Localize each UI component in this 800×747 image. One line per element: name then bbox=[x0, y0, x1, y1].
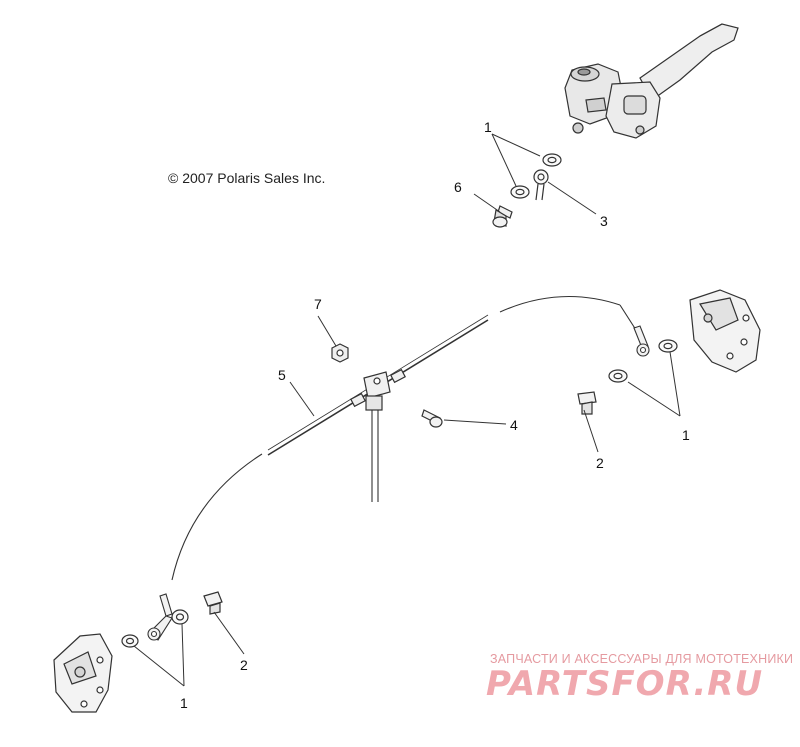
lower-left-line-fitting bbox=[147, 593, 173, 641]
bottom-washer-outer bbox=[171, 609, 189, 625]
right-line-fitting bbox=[633, 325, 650, 357]
top-banjo-fitting bbox=[533, 169, 549, 201]
callout-4: 4 bbox=[510, 417, 518, 433]
callout-2-bottom: 2 bbox=[240, 657, 248, 673]
right-banjo-bolt bbox=[577, 391, 597, 415]
watermark-logo: PARTSFOR.RU bbox=[486, 664, 764, 704]
right-washer-outer bbox=[658, 339, 678, 353]
callout-7: 7 bbox=[314, 296, 322, 312]
right-brake-caliper bbox=[689, 289, 761, 373]
copyright-notice: © 2007 Polaris Sales Inc. bbox=[168, 170, 326, 186]
callout-5: 5 bbox=[278, 367, 286, 383]
callout-1-right: 1 bbox=[682, 427, 690, 443]
leader-lines bbox=[133, 315, 681, 687]
part-7-nut bbox=[331, 343, 349, 363]
top-leader-lines bbox=[473, 133, 597, 215]
top-washer-upper bbox=[542, 153, 562, 167]
master-cylinder-assembly bbox=[564, 23, 739, 139]
right-washer-inner bbox=[608, 369, 628, 383]
top-washer-lower bbox=[510, 185, 530, 199]
bottom-banjo-bolt bbox=[203, 591, 223, 615]
bottom-washer-inner bbox=[121, 634, 139, 648]
brake-line-tee-fitting bbox=[350, 368, 406, 411]
callout-6-top: 6 bbox=[454, 179, 462, 195]
watermark-tagline: ЗАПЧАСТИ И АКСЕССУАРЫ ДЛЯ МОТОТЕХНИКИ bbox=[490, 652, 794, 666]
callout-1-bottom: 1 bbox=[180, 695, 188, 711]
main-brake-line bbox=[171, 295, 637, 581]
callout-1-top: 1 bbox=[484, 119, 492, 135]
part-4-bolt bbox=[421, 409, 443, 428]
callout-2-right: 2 bbox=[596, 455, 604, 471]
top-banjo-bolt bbox=[492, 205, 513, 228]
left-brake-caliper bbox=[53, 633, 113, 713]
callout-3-top: 3 bbox=[600, 213, 608, 229]
